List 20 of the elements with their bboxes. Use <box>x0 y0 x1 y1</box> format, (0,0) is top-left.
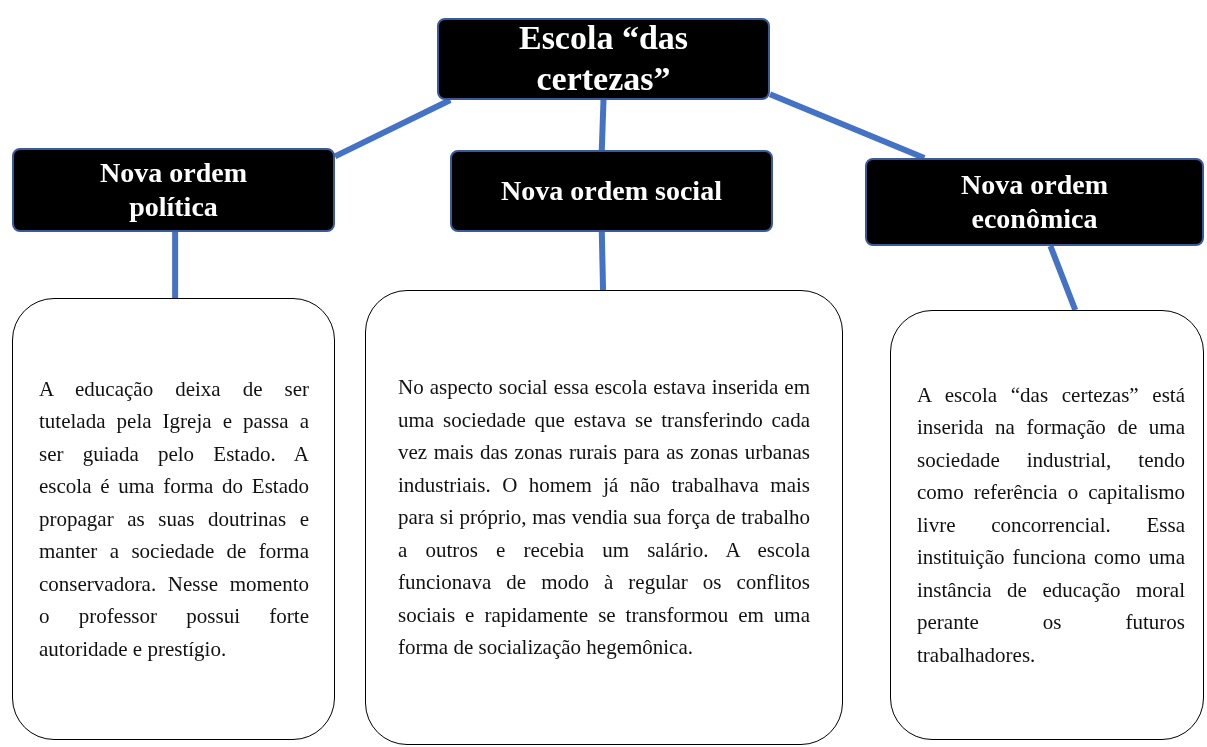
connector-line <box>333 97 452 160</box>
text-box <box>890 310 1204 740</box>
connector-line <box>1047 244 1079 312</box>
title-box <box>865 158 1204 246</box>
paragraph-text: A escola “das certezas” está inserida na formação de uma sociedade industrial, tendo como referência o capitalismo livre concorrencial. Essa instituição funciona como uma instância de educação moral perante os futuros trabalhadores. <box>917 381 1185 669</box>
heading-text: Escola “das certezas” <box>517 18 690 99</box>
heading-text: Nova ordem política <box>99 156 248 224</box>
text-box <box>12 298 335 740</box>
connector-line <box>768 91 926 161</box>
connector-line <box>172 232 179 298</box>
text-box <box>365 290 843 745</box>
paragraph-text: A educação deixa de ser tutelada pela Igreja e passa a ser guiada pelo Estado. A escola é uma forma do Estado propagar as suas doutrinas e manter a sociedade de forma conservadora. Nesse momento o professor possui forte autoridade e prestígio. <box>39 375 309 663</box>
heading-text: Nova ordem econômica <box>960 168 1109 236</box>
connector-line <box>598 99 607 151</box>
title-box <box>12 148 335 232</box>
heading-text: Nova ordem social <box>501 174 722 208</box>
connector-line <box>598 231 607 291</box>
paragraph-text: No aspecto social essa escola estava inserida em uma sociedade que estava se transferindo cada vez mais das zonas rurais para as zonas urbanas industriais. O homem já não trabalhava mais para si próprio, mas vendia sua força de trabalho a outros e recebia um salário. A escola funcionava de modo à regular os conflitos sociais e rapidamente se transformou em uma forma de socialização hegemônica. <box>398 374 810 662</box>
title-box <box>437 18 770 100</box>
title-box <box>450 150 773 232</box>
